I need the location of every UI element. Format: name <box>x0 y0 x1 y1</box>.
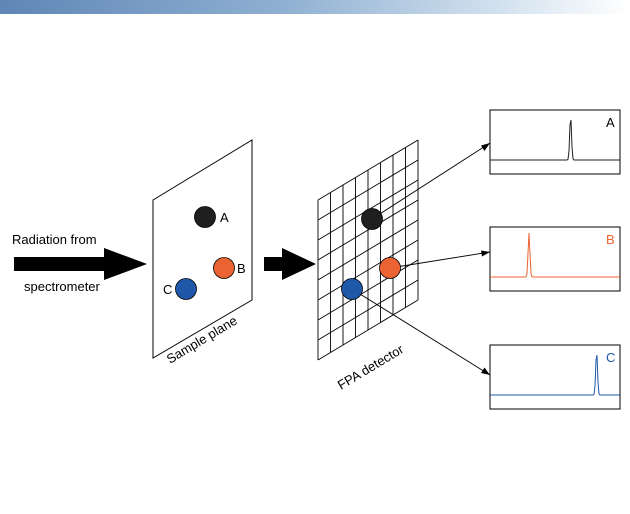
connector-line-a <box>371 142 491 220</box>
detector-point-b <box>379 257 401 279</box>
source-label-line2: spectrometer <box>24 279 101 294</box>
connector-arrowhead-c <box>481 367 490 375</box>
grid-row-line <box>317 279 419 341</box>
grid-row-line <box>317 259 419 321</box>
grid-row-line <box>317 299 419 361</box>
grid-row-line <box>317 239 419 301</box>
sample-point-c <box>175 278 197 300</box>
spectrum-box-c: C <box>489 344 621 410</box>
sample-label-b: B <box>237 261 246 276</box>
sample-point-b <box>213 257 235 279</box>
sample-point-a <box>194 206 216 228</box>
connector-arrowhead-b <box>481 250 490 257</box>
spectrum-box-a: A <box>489 109 621 175</box>
spectrum-line-b <box>490 232 620 278</box>
sample-label-c: C <box>163 282 172 297</box>
spectrum-label-a: A <box>606 115 615 130</box>
connector-arrowhead-a <box>481 143 490 151</box>
transmitted-radiation-arrow <box>264 248 316 280</box>
connector-line-c <box>351 288 491 376</box>
detector-point-c <box>341 278 363 300</box>
spectrum-label-c: C <box>606 350 615 365</box>
spectrum-line-a <box>490 119 620 161</box>
spectrum-label-b: B <box>606 232 615 247</box>
grid-row-line <box>317 219 419 281</box>
header-gradient-bar <box>0 0 630 14</box>
source-label-line1: Radiation from <box>12 232 97 247</box>
detector-caption: FPA detector <box>335 341 407 392</box>
connector-line-b <box>389 251 491 269</box>
sample-plane <box>152 139 253 359</box>
sample-label-a: A <box>220 210 229 225</box>
detector-point-a <box>361 208 383 230</box>
spectrum-line-c <box>490 354 620 396</box>
fpa-detector-grid <box>317 139 419 361</box>
spectrum-box-b: B <box>489 226 621 292</box>
input-radiation-arrow <box>14 248 147 280</box>
